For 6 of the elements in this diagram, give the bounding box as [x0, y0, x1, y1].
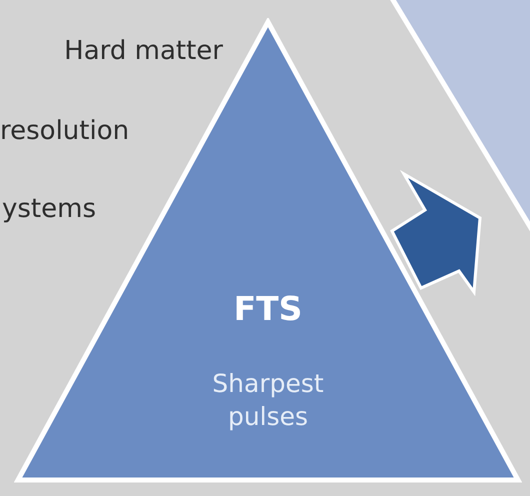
body-text: Sharpest pulses [211, 368, 325, 432]
block-arrow [390, 170, 482, 296]
heading: FTS [232, 288, 304, 330]
label: ystems [2, 196, 96, 222]
label: resolution [0, 118, 130, 144]
label: Hard matter [64, 38, 223, 64]
